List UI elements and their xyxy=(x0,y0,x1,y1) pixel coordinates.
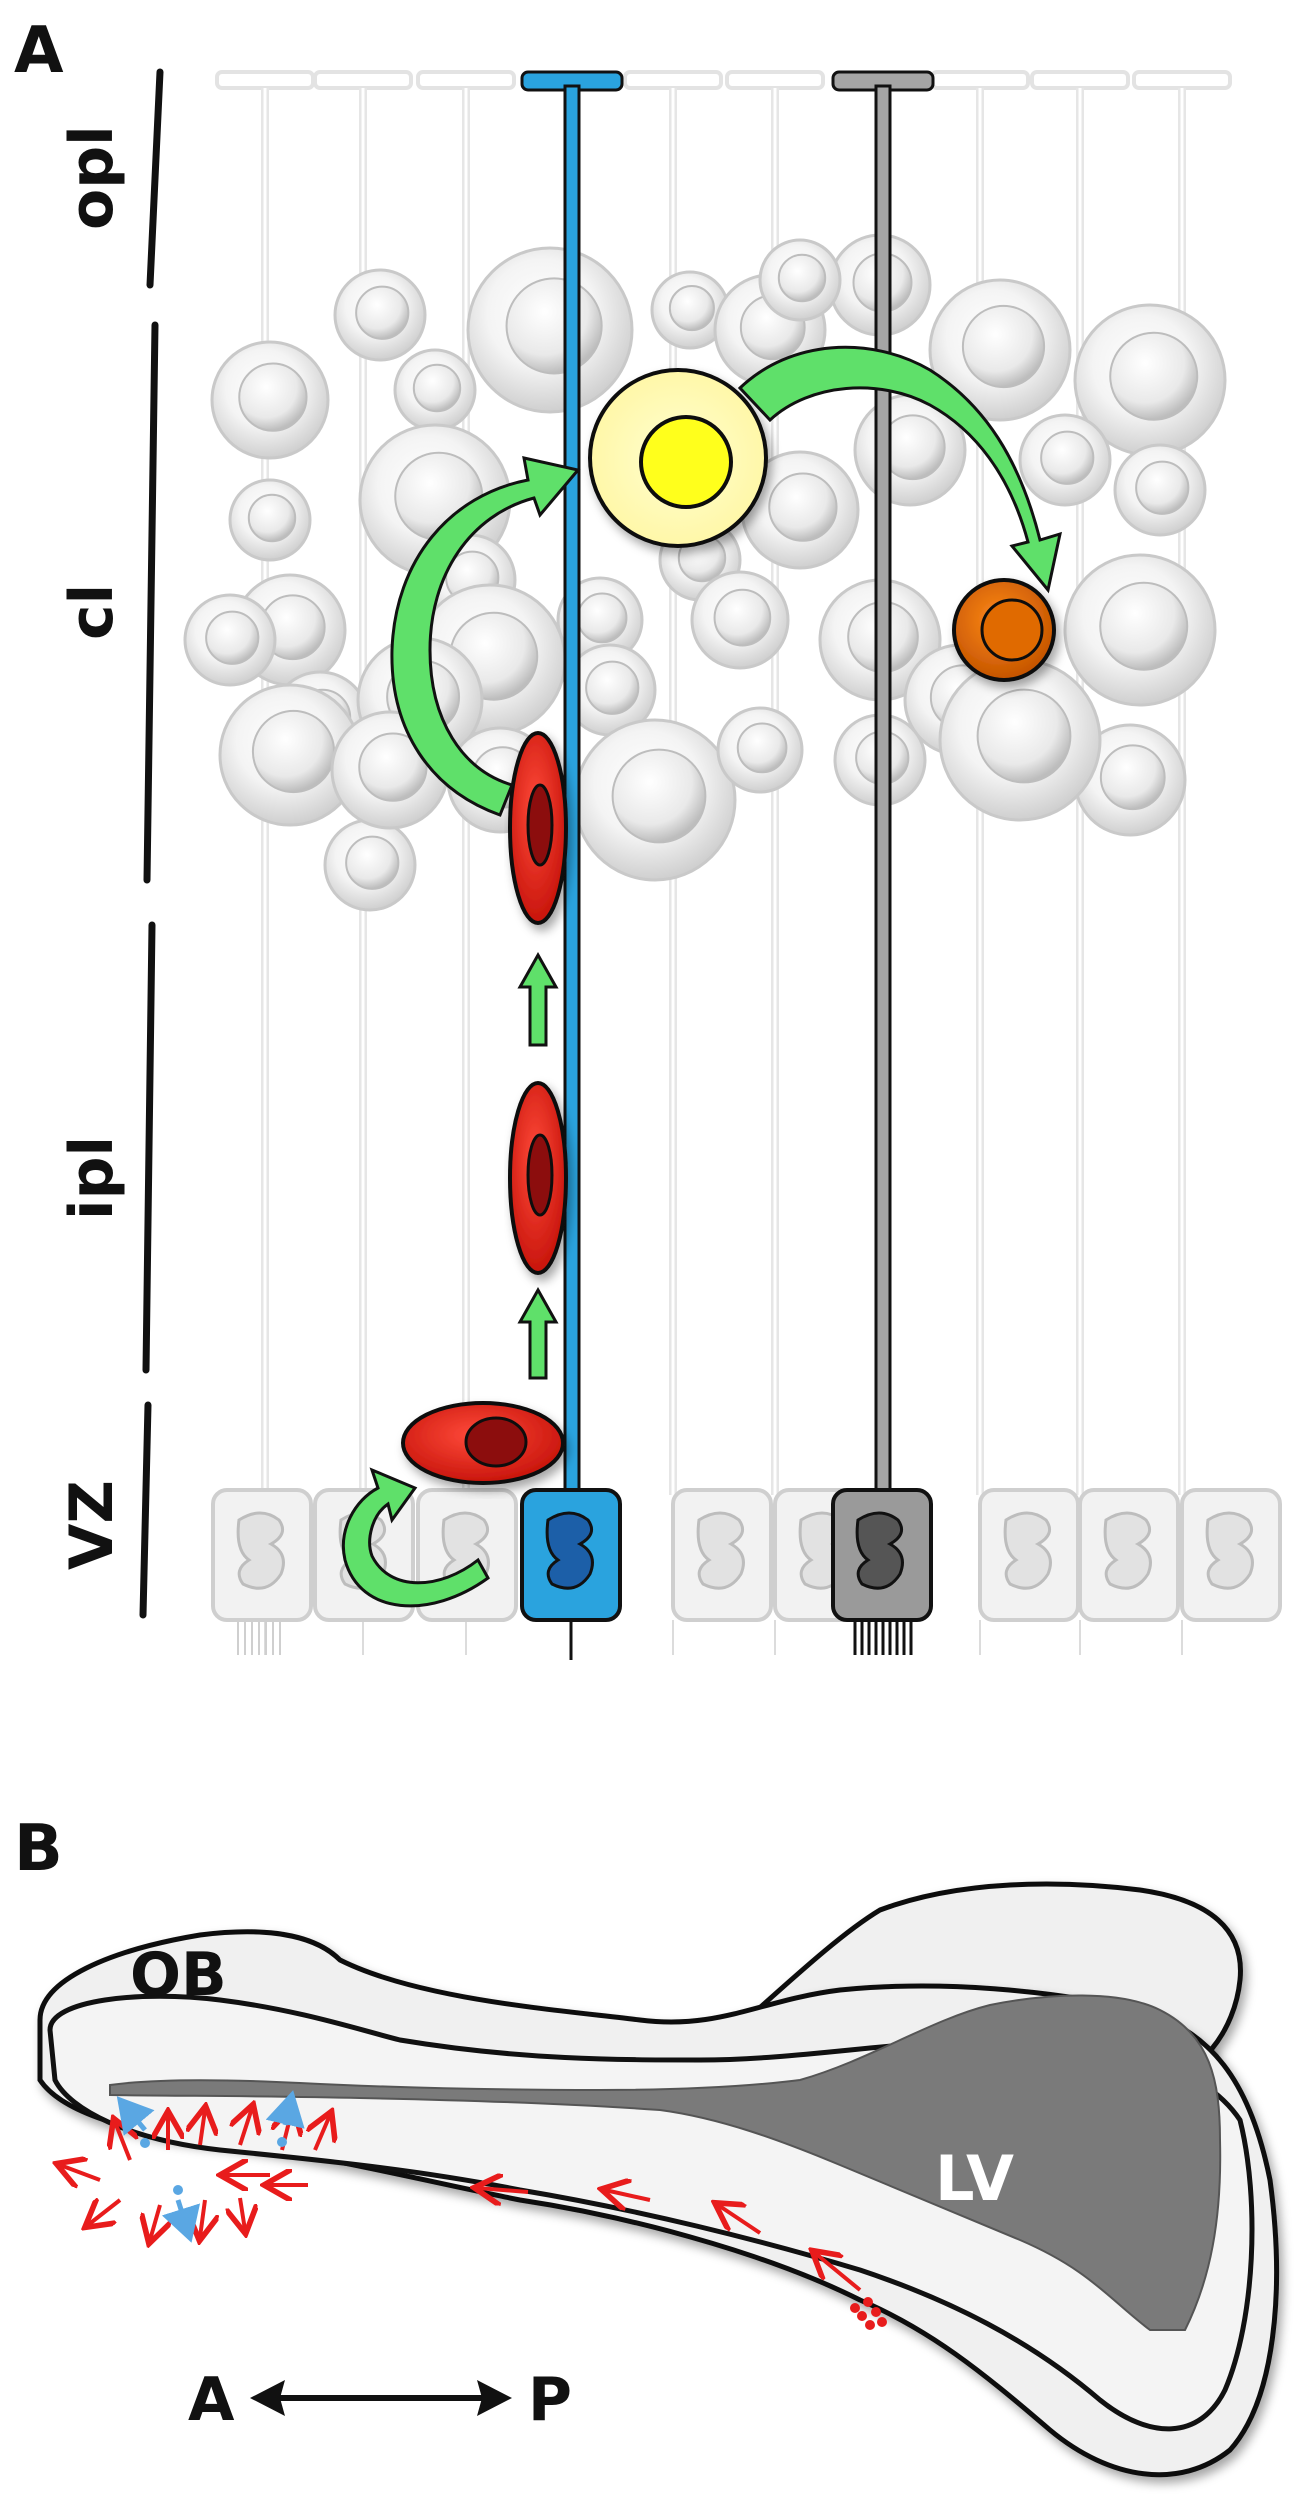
migrating-cell-lower xyxy=(508,1081,568,1275)
axis-label-anterior: A xyxy=(188,2365,235,2435)
background-cell xyxy=(716,706,804,794)
background-cell xyxy=(1018,413,1112,507)
vz-cell xyxy=(671,1488,773,1622)
background-cell xyxy=(758,238,842,322)
background-cell xyxy=(333,268,427,362)
background-cell xyxy=(183,593,277,687)
green-curved-arrow-to-yellow xyxy=(390,456,581,817)
ipl-bracket xyxy=(142,921,156,1374)
background-cell xyxy=(690,570,790,670)
green-curved-arrow-division xyxy=(342,1467,490,1608)
panel-a: A opl cl ipl VZ xyxy=(14,14,1282,1660)
background-cell xyxy=(1113,443,1207,537)
background-cell xyxy=(330,710,450,830)
mature-orange-cell xyxy=(952,578,1056,682)
lv-label: LV xyxy=(935,2142,1014,2215)
vz-bracket xyxy=(139,1401,152,1619)
anterior-posterior-axis xyxy=(250,2380,512,2416)
green-curved-arrow-to-orange xyxy=(737,345,1062,594)
layer-brackets xyxy=(139,68,164,1619)
blue-radial-glia xyxy=(520,70,624,1660)
layer-label-ipl: ipl xyxy=(57,1136,127,1220)
layer-label-vz: VZ xyxy=(57,1480,127,1570)
background-cell xyxy=(740,450,860,570)
green-up-arrow-upper xyxy=(517,951,559,1047)
layer-label-opl: opl xyxy=(57,125,127,230)
background-cell xyxy=(1073,723,1187,837)
background-cell xyxy=(928,278,1072,422)
vz-cell xyxy=(1180,1488,1282,1622)
background-cell xyxy=(1073,303,1227,457)
ventricular-zone-cells xyxy=(211,1488,1282,1622)
lateral-ventricle xyxy=(109,1994,1222,2331)
background-cell xyxy=(323,818,417,912)
green-up-arrow-lower xyxy=(517,1286,559,1380)
gray-radial-glia xyxy=(831,70,935,1655)
vz-cell xyxy=(211,1488,313,1622)
blue-migration-dots xyxy=(140,2137,287,2195)
vz-cell xyxy=(978,1488,1080,1622)
dividing-progenitor-cell xyxy=(401,1401,565,1485)
progenitor-cluster-dots xyxy=(850,2297,887,2330)
ob-label: OB xyxy=(130,1940,227,2010)
background-cell xyxy=(466,246,634,414)
background-cell xyxy=(573,718,737,882)
background-cell xyxy=(228,478,312,562)
background-cell xyxy=(218,683,362,827)
background-cell xyxy=(393,348,477,432)
cl-bracket xyxy=(143,321,159,884)
blue-migration-arrows xyxy=(116,2090,305,2243)
faint-fiber xyxy=(215,70,315,1655)
background-cell xyxy=(938,658,1102,822)
layer-label-cl: cl xyxy=(57,584,127,640)
opl-bracket xyxy=(146,68,164,289)
background-cell xyxy=(1063,553,1217,707)
faint-cilia xyxy=(237,1620,281,1655)
vz-cell xyxy=(1078,1488,1180,1622)
panel-b-letter: B xyxy=(14,1812,63,1886)
background-cell xyxy=(650,270,730,350)
panel-b: B OB LV xyxy=(14,1812,1279,2478)
migrating-cell-upper xyxy=(508,731,568,925)
migrating-yellow-cell xyxy=(588,368,768,548)
background-cell-cluster xyxy=(183,233,1227,912)
axis-label-posterior: P xyxy=(528,2365,572,2435)
panel-a-letter: A xyxy=(14,14,64,88)
background-cell xyxy=(210,340,330,460)
